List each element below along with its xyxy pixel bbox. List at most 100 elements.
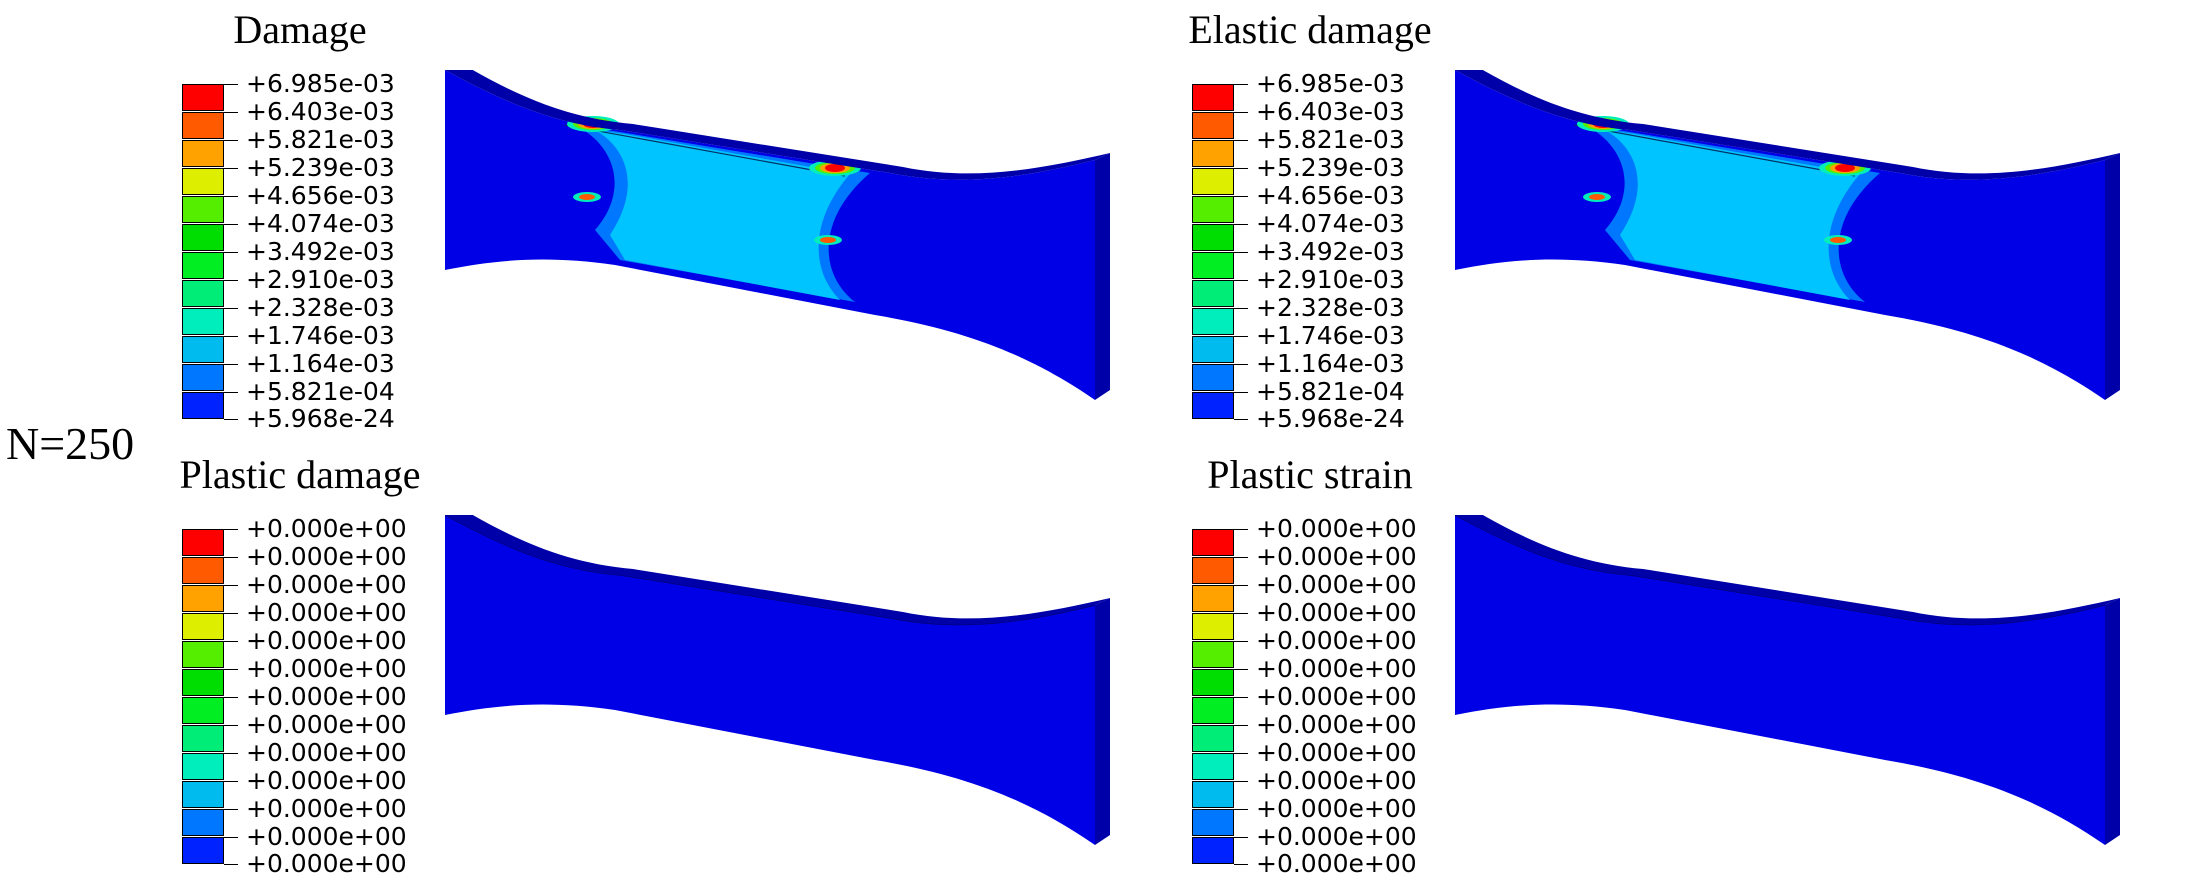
- legend-tick: [224, 112, 238, 113]
- legend-tick: [1234, 112, 1248, 113]
- legend-swatch: [182, 781, 224, 808]
- legend-value: +4.074e-03: [246, 209, 395, 238]
- hotspot-core-red: [1835, 164, 1855, 172]
- legend-value: +1.164e-03: [246, 349, 395, 378]
- hotspot-core: [1830, 237, 1846, 243]
- legend-value: +0.000e+00: [246, 514, 407, 543]
- legend-swatch: [1192, 112, 1234, 139]
- legend-value: +0.000e+00: [246, 710, 407, 739]
- legend-tick: [224, 809, 238, 810]
- specimen-contour-plot: [445, 70, 1110, 400]
- legend-swatch: [1192, 641, 1234, 668]
- specimen-contour-plot: [1455, 515, 2120, 845]
- legend-value: +5.968e-24: [246, 404, 395, 433]
- legend-value: +0.000e+00: [246, 682, 407, 711]
- legend-value: +5.239e-03: [1256, 153, 1405, 182]
- legend-tick: [1234, 864, 1248, 865]
- legend-value: +6.403e-03: [1256, 97, 1405, 126]
- legend-swatch: [1192, 308, 1234, 335]
- legend-value: +0.000e+00: [1256, 738, 1417, 767]
- legend-value: +0.000e+00: [1256, 542, 1417, 571]
- legend-swatch: [1192, 725, 1234, 752]
- legend-value: +0.000e+00: [1256, 570, 1417, 599]
- legend-swatch: [1192, 140, 1234, 167]
- legend-swatch: [182, 280, 224, 307]
- specimen-top-face: [445, 70, 1110, 180]
- specimen-end-face: [1095, 598, 1110, 845]
- legend-value: +2.328e-03: [1256, 293, 1405, 322]
- legend-tick: [224, 585, 238, 586]
- legend-swatch: [1192, 669, 1234, 696]
- legend-tick: [224, 669, 238, 670]
- legend-tick: [224, 336, 238, 337]
- legend-tick: [1234, 669, 1248, 670]
- specimen-body: [1455, 515, 2105, 845]
- legend-value: +5.821e-03: [246, 125, 395, 154]
- legend-tick: [1234, 585, 1248, 586]
- legend-value: +0.000e+00: [246, 542, 407, 571]
- legend-tick: [224, 837, 238, 838]
- legend-swatch: [182, 809, 224, 836]
- legend-value: +0.000e+00: [246, 598, 407, 627]
- legend-swatch: [1192, 224, 1234, 251]
- legend-swatch: [182, 529, 224, 556]
- legend-tick: [1234, 252, 1248, 253]
- legend-tick: [1234, 280, 1248, 281]
- specimen-body: [445, 515, 1095, 845]
- legend-value: +0.000e+00: [246, 766, 407, 795]
- legend-tick: [224, 613, 238, 614]
- legend-tick: [224, 364, 238, 365]
- legend-swatch: [182, 697, 224, 724]
- legend-swatch: [1192, 252, 1234, 279]
- legend-tick: [224, 84, 238, 85]
- legend-tick: [1234, 140, 1248, 141]
- legend-value: +0.000e+00: [246, 626, 407, 655]
- legend-tick: [1234, 753, 1248, 754]
- legend-swatch: [1192, 557, 1234, 584]
- legend-swatch: [1192, 585, 1234, 612]
- legend-value: +0.000e+00: [1256, 514, 1417, 543]
- plastic-damage-panel: Plastic damage +0.000e+00+0.000e+00+0.00…: [160, 445, 1160, 890]
- top-edge-line: [1574, 124, 1856, 177]
- legend-tick: [224, 529, 238, 530]
- legend-swatch: [182, 753, 224, 780]
- legend-value: +3.492e-03: [1256, 237, 1405, 266]
- panel-title: Plastic damage: [179, 452, 421, 497]
- legend-value: +0.000e+00: [246, 738, 407, 767]
- legend-value: +5.821e-04: [246, 377, 395, 406]
- legend-tick: [224, 196, 238, 197]
- legend-tick: [224, 641, 238, 642]
- legend-swatch: [1192, 613, 1234, 640]
- legend-tick: [224, 280, 238, 281]
- legend-tick: [224, 781, 238, 782]
- legend-tick: [1234, 781, 1248, 782]
- legend-tick: [224, 252, 238, 253]
- legend-value: +4.074e-03: [1256, 209, 1405, 238]
- damage-contours: [1574, 116, 1880, 302]
- specimen-end-face: [2105, 598, 2120, 845]
- legend-swatch: [1192, 168, 1234, 195]
- legend-swatch: [1192, 364, 1234, 391]
- legend-swatch: [182, 557, 224, 584]
- legend-swatch: [1192, 280, 1234, 307]
- legend-tick: [224, 725, 238, 726]
- legend-swatch: [182, 112, 224, 139]
- legend-value: +0.000e+00: [1256, 654, 1417, 683]
- elastic-damage-panel: Elastic damage +6.985e-03+6.403e-03+5.82…: [1170, 0, 2170, 445]
- legend-tick: [1234, 809, 1248, 810]
- legend-tick: [1234, 725, 1248, 726]
- legend-value: +6.985e-03: [246, 69, 395, 98]
- hotspot-core: [1589, 194, 1605, 200]
- specimen-contour-plot: [1455, 70, 2120, 400]
- damage-hotspot-bottom-right: [1824, 235, 1852, 245]
- legend-swatch: [1192, 697, 1234, 724]
- legend-value: +1.164e-03: [1256, 349, 1405, 378]
- legend-tick: [1234, 392, 1248, 393]
- damage-panel: Damage +6.985e-03+6.403e-03+5.821e-03+5.…: [160, 0, 1160, 445]
- legend-swatch: [1192, 336, 1234, 363]
- specimen-end-face: [2105, 153, 2120, 400]
- specimen-top-face: [1455, 515, 2120, 625]
- legend-value: +0.000e+00: [246, 849, 407, 878]
- legend-swatch: [182, 364, 224, 391]
- legend-swatch: [1192, 837, 1234, 864]
